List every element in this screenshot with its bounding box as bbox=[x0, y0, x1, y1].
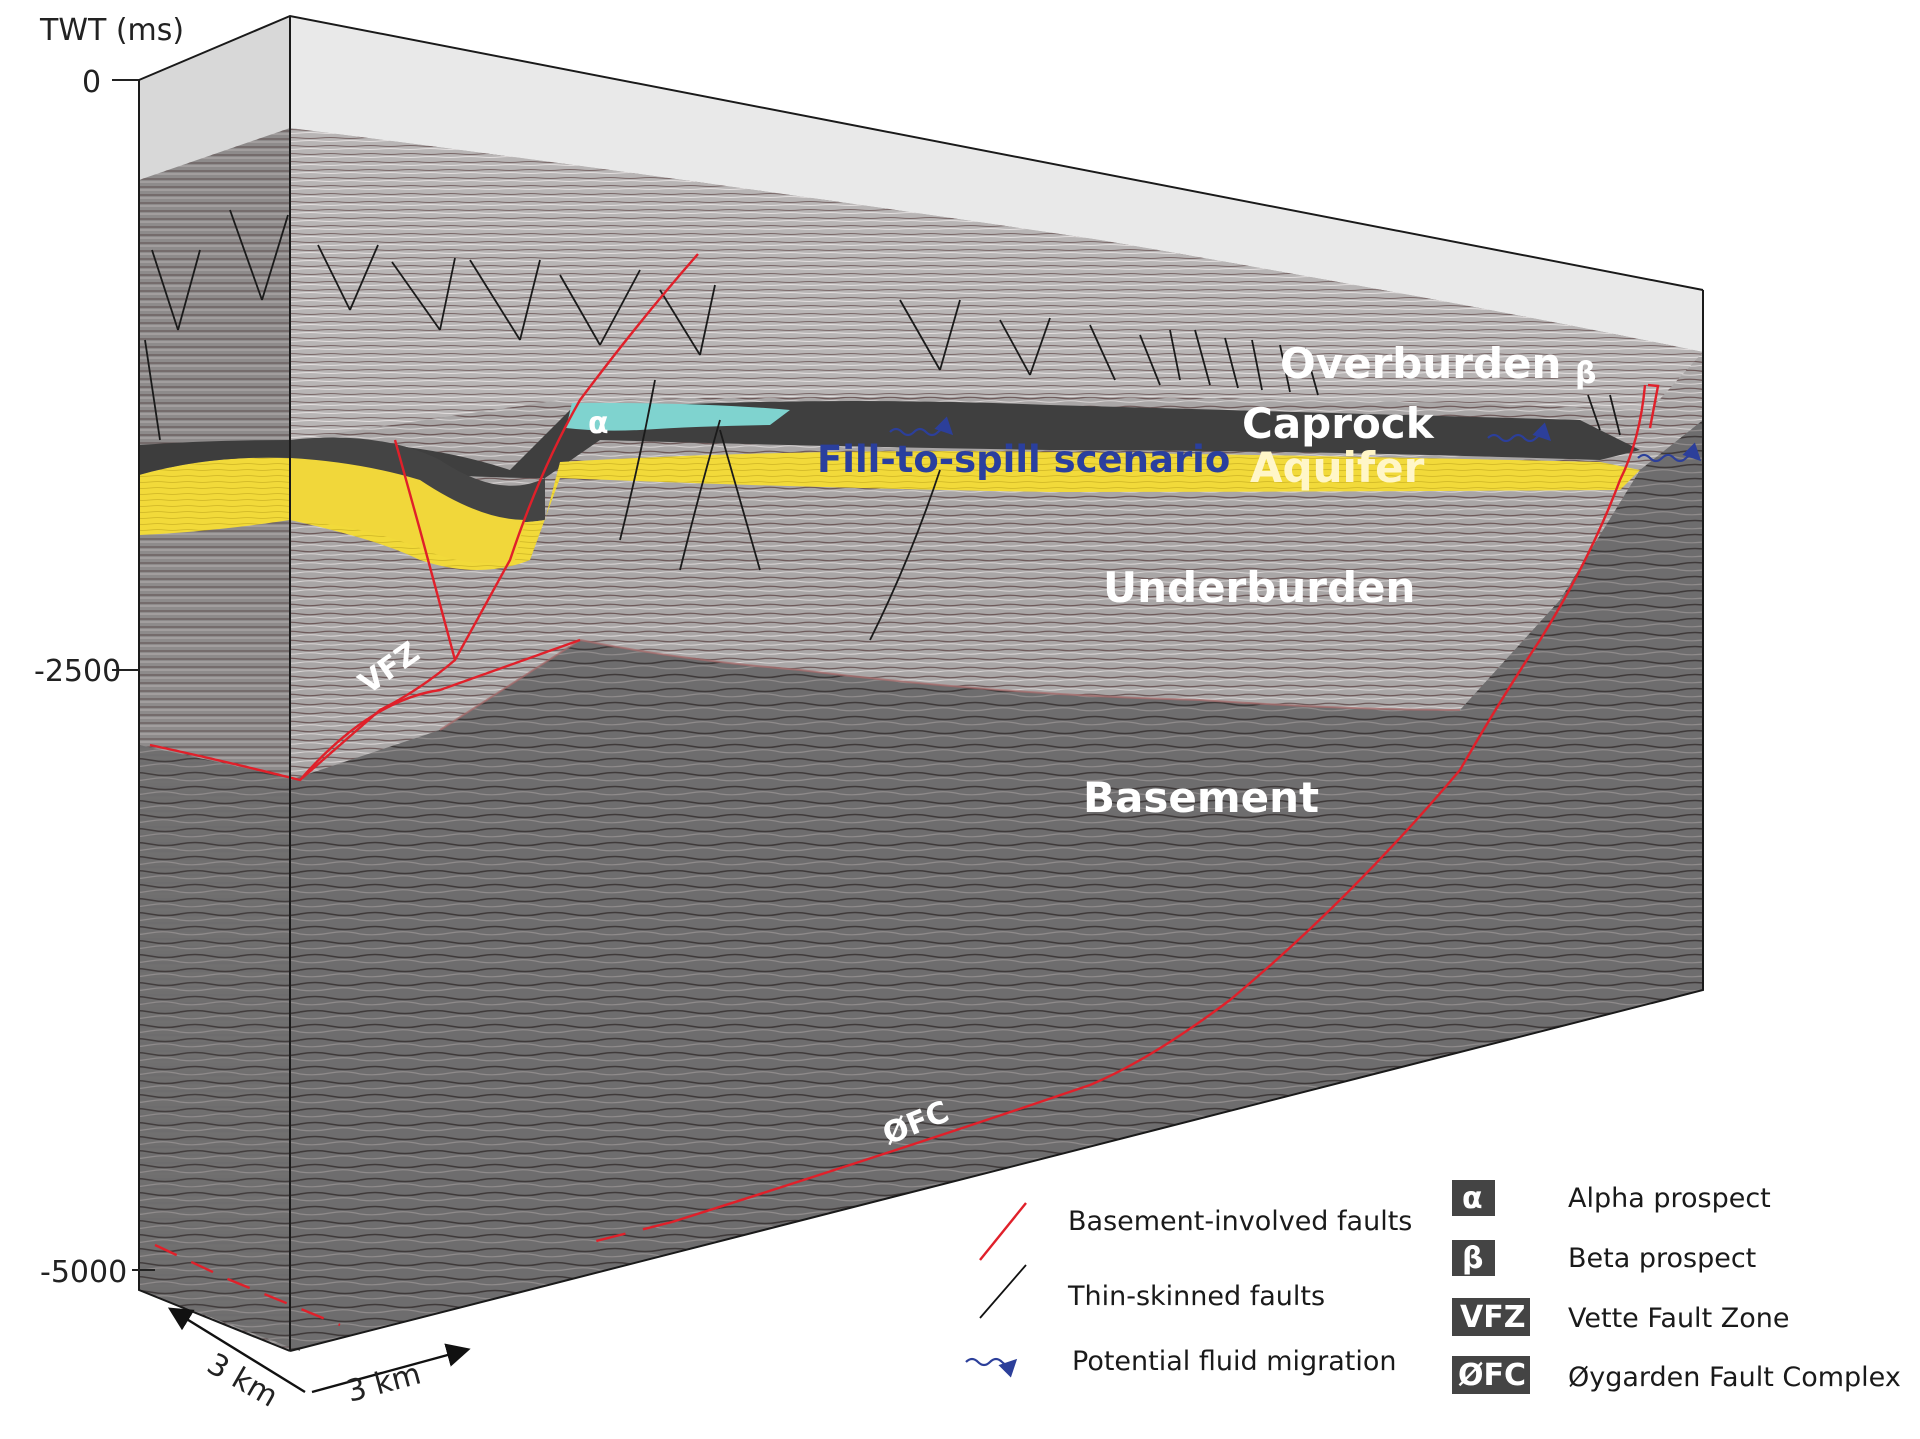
left-side-basement bbox=[139, 745, 300, 1351]
twt-tick-5000: -5000 bbox=[40, 1255, 127, 1290]
label-basement: Basement bbox=[1083, 773, 1319, 822]
left-side-caprock bbox=[139, 440, 290, 475]
label-overburden: Overburden bbox=[1280, 339, 1561, 388]
basement-top-horizon bbox=[439, 638, 1461, 731]
legend-code-beta-box bbox=[1452, 1240, 1495, 1276]
legend-code-alpha: α bbox=[1462, 1181, 1483, 1216]
legend-label-ofc: Øygarden Fault Complex bbox=[1568, 1362, 1901, 1393]
basement-body bbox=[290, 420, 1703, 1351]
twt-tick-2500: -2500 bbox=[34, 654, 121, 689]
legend-code-alpha-box bbox=[1452, 1180, 1495, 1216]
legend: Basement-involved faults Thin-skinned fa… bbox=[965, 1180, 1901, 1394]
marker-alpha: α bbox=[588, 406, 609, 441]
legend-label-basement-faults: Basement-involved faults bbox=[1068, 1206, 1412, 1237]
legend-code-beta: β bbox=[1462, 1241, 1483, 1276]
legend-label-alpha: Alpha prospect bbox=[1568, 1183, 1771, 1214]
marker-beta: β bbox=[1575, 356, 1596, 391]
front-face-overburden bbox=[290, 128, 1703, 440]
aquifer-left-basin bbox=[290, 458, 525, 564]
scale-bars bbox=[167, 1307, 471, 1394]
legend-label-thin-skinned-faults: Thin-skinned faults bbox=[1067, 1281, 1325, 1312]
block-top-sky bbox=[290, 16, 1703, 352]
scale-label-right: 3 km bbox=[343, 1356, 425, 1409]
scale-label-left: 3 km bbox=[201, 1347, 284, 1415]
aquifer-layer bbox=[290, 451, 1640, 570]
legend-wavy-arrow-icon bbox=[965, 1357, 1018, 1378]
twt-axis: TWT (ms) 0 -2500 -5000 bbox=[34, 13, 184, 1290]
legend-code-ofc-box bbox=[1452, 1356, 1530, 1394]
legend-label-beta: Beta prospect bbox=[1568, 1243, 1756, 1274]
alpha-prospect-fill bbox=[566, 402, 790, 431]
twt-axis-title: TWT (ms) bbox=[39, 13, 184, 48]
fluid-migration-arrows bbox=[889, 416, 1702, 463]
legend-code-ofc: ØFC bbox=[1458, 1358, 1526, 1393]
label-caprock: Caprock bbox=[1242, 399, 1435, 448]
legend-label-vfz: Vette Fault Zone bbox=[1568, 1303, 1789, 1334]
label-aquifer: Aquifer bbox=[1250, 443, 1425, 492]
basement-involved-faults bbox=[149, 253, 1660, 1327]
legend-code-vfz: VFZ bbox=[1460, 1300, 1525, 1335]
legend-label-fluid-migration: Potential fluid migration bbox=[1072, 1346, 1397, 1377]
thin-skinned-faults bbox=[144, 209, 1621, 641]
label-fill-to-spill: Fill-to-spill scenario bbox=[817, 438, 1230, 481]
left-side-aquifer bbox=[139, 457, 290, 535]
legend-black-fault-line bbox=[979, 1264, 1027, 1319]
block-outline bbox=[138, 14, 1704, 1352]
twt-tick-0: 0 bbox=[82, 65, 101, 100]
legend-red-fault-line bbox=[979, 1202, 1027, 1261]
legend-code-vfz-box bbox=[1452, 1298, 1530, 1336]
label-underburden: Underburden bbox=[1103, 563, 1415, 612]
